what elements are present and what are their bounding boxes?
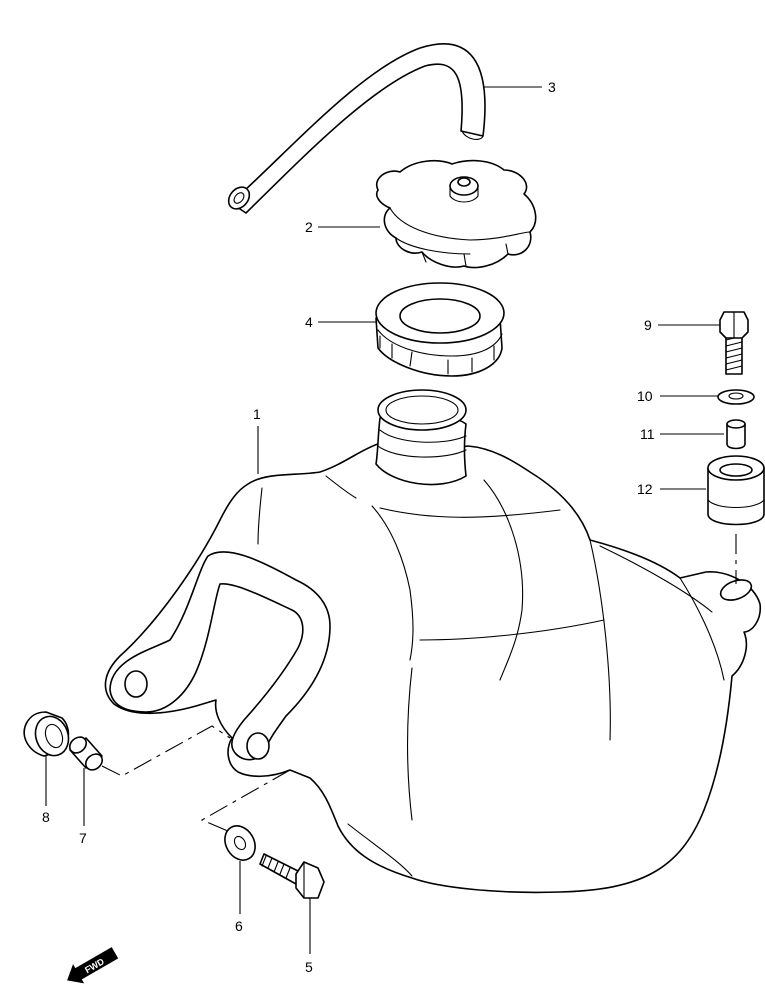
callout-4: 4 xyxy=(305,314,313,330)
callout-3: 3 xyxy=(548,79,556,95)
callout-7: 7 xyxy=(79,830,87,846)
fwd-direction-arrow: FWD xyxy=(67,947,119,984)
callout-10: 10 xyxy=(637,388,653,404)
callout-5: 5 xyxy=(305,959,313,975)
assembly-line-left xyxy=(101,725,231,777)
callout-6: 6 xyxy=(235,918,243,934)
callout-9: 9 xyxy=(644,317,652,333)
callout-12: 12 xyxy=(637,481,653,497)
callout-1: 1 xyxy=(253,406,261,422)
callout-8: 8 xyxy=(42,809,50,825)
fuel-tank[interactable] xyxy=(104,389,762,894)
breather-hose[interactable] xyxy=(224,43,486,214)
cushion-8[interactable] xyxy=(23,711,74,761)
cushion-12[interactable] xyxy=(707,455,765,526)
assembly-line-lower xyxy=(200,769,291,833)
callout-2: 2 xyxy=(305,219,313,235)
gasket[interactable] xyxy=(375,282,505,377)
spacer-11[interactable] xyxy=(726,419,746,450)
callout-11: 11 xyxy=(640,426,655,442)
bolt-9[interactable] xyxy=(719,311,749,375)
spacer-7[interactable] xyxy=(67,734,106,773)
bolt-5[interactable] xyxy=(259,853,325,899)
fuel-cap[interactable] xyxy=(375,159,537,269)
washer-6[interactable] xyxy=(219,820,261,865)
washer-10[interactable] xyxy=(717,389,755,405)
